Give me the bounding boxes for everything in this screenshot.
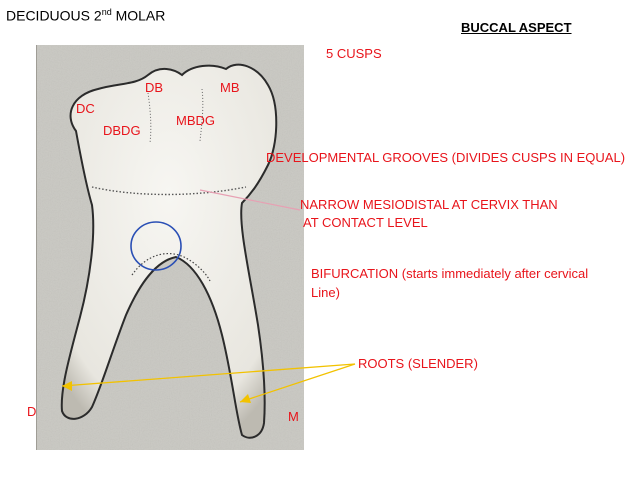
developmental-grooves-label: DEVELOPMENTAL GROOVES (DIVIDES CUSPS IN … bbox=[266, 150, 626, 165]
root-arrow-mesial bbox=[239, 363, 356, 403]
cervix-pointer-line bbox=[199, 189, 301, 211]
cusps-label: 5 CUSPS bbox=[326, 46, 382, 61]
roots-label: ROOTS (SLENDER) bbox=[358, 356, 478, 371]
dc-cusp-label: DC bbox=[76, 101, 95, 116]
root-arrowhead-distal bbox=[62, 381, 72, 391]
slide-title: DECIDUOUS 2nd MOLAR bbox=[6, 7, 166, 24]
cervical-line bbox=[91, 186, 247, 196]
mbdg-label: MBDG bbox=[176, 113, 215, 128]
bifurcation-circle bbox=[130, 221, 182, 271]
bifurcation-label-line2: Line) bbox=[311, 285, 340, 300]
mesial-label: M bbox=[288, 409, 299, 424]
bifurcation-label-line1: BIFURCATION (starts immediately after ce… bbox=[311, 266, 589, 281]
narrow-cervix-label-line2: AT CONTACT LEVEL bbox=[303, 215, 428, 230]
narrow-cervix-label-line1: NARROW MESIODISTAL AT CERVIX THAN bbox=[300, 197, 558, 212]
groove-mark-db bbox=[147, 92, 152, 144]
mb-cusp-label: MB bbox=[220, 80, 240, 95]
tooth-outline bbox=[60, 63, 278, 439]
tooth-illustration bbox=[36, 45, 304, 450]
root-bifurcation-line bbox=[131, 253, 211, 282]
db-cusp-label: DB bbox=[145, 80, 164, 95]
distal-label: D bbox=[27, 404, 37, 419]
aspect-heading: BUCCAL ASPECT bbox=[461, 20, 572, 35]
dbdg-label: DBDG bbox=[103, 123, 141, 138]
root-arrowhead-mesial bbox=[240, 394, 251, 403]
root-arrow-distal bbox=[61, 363, 356, 387]
